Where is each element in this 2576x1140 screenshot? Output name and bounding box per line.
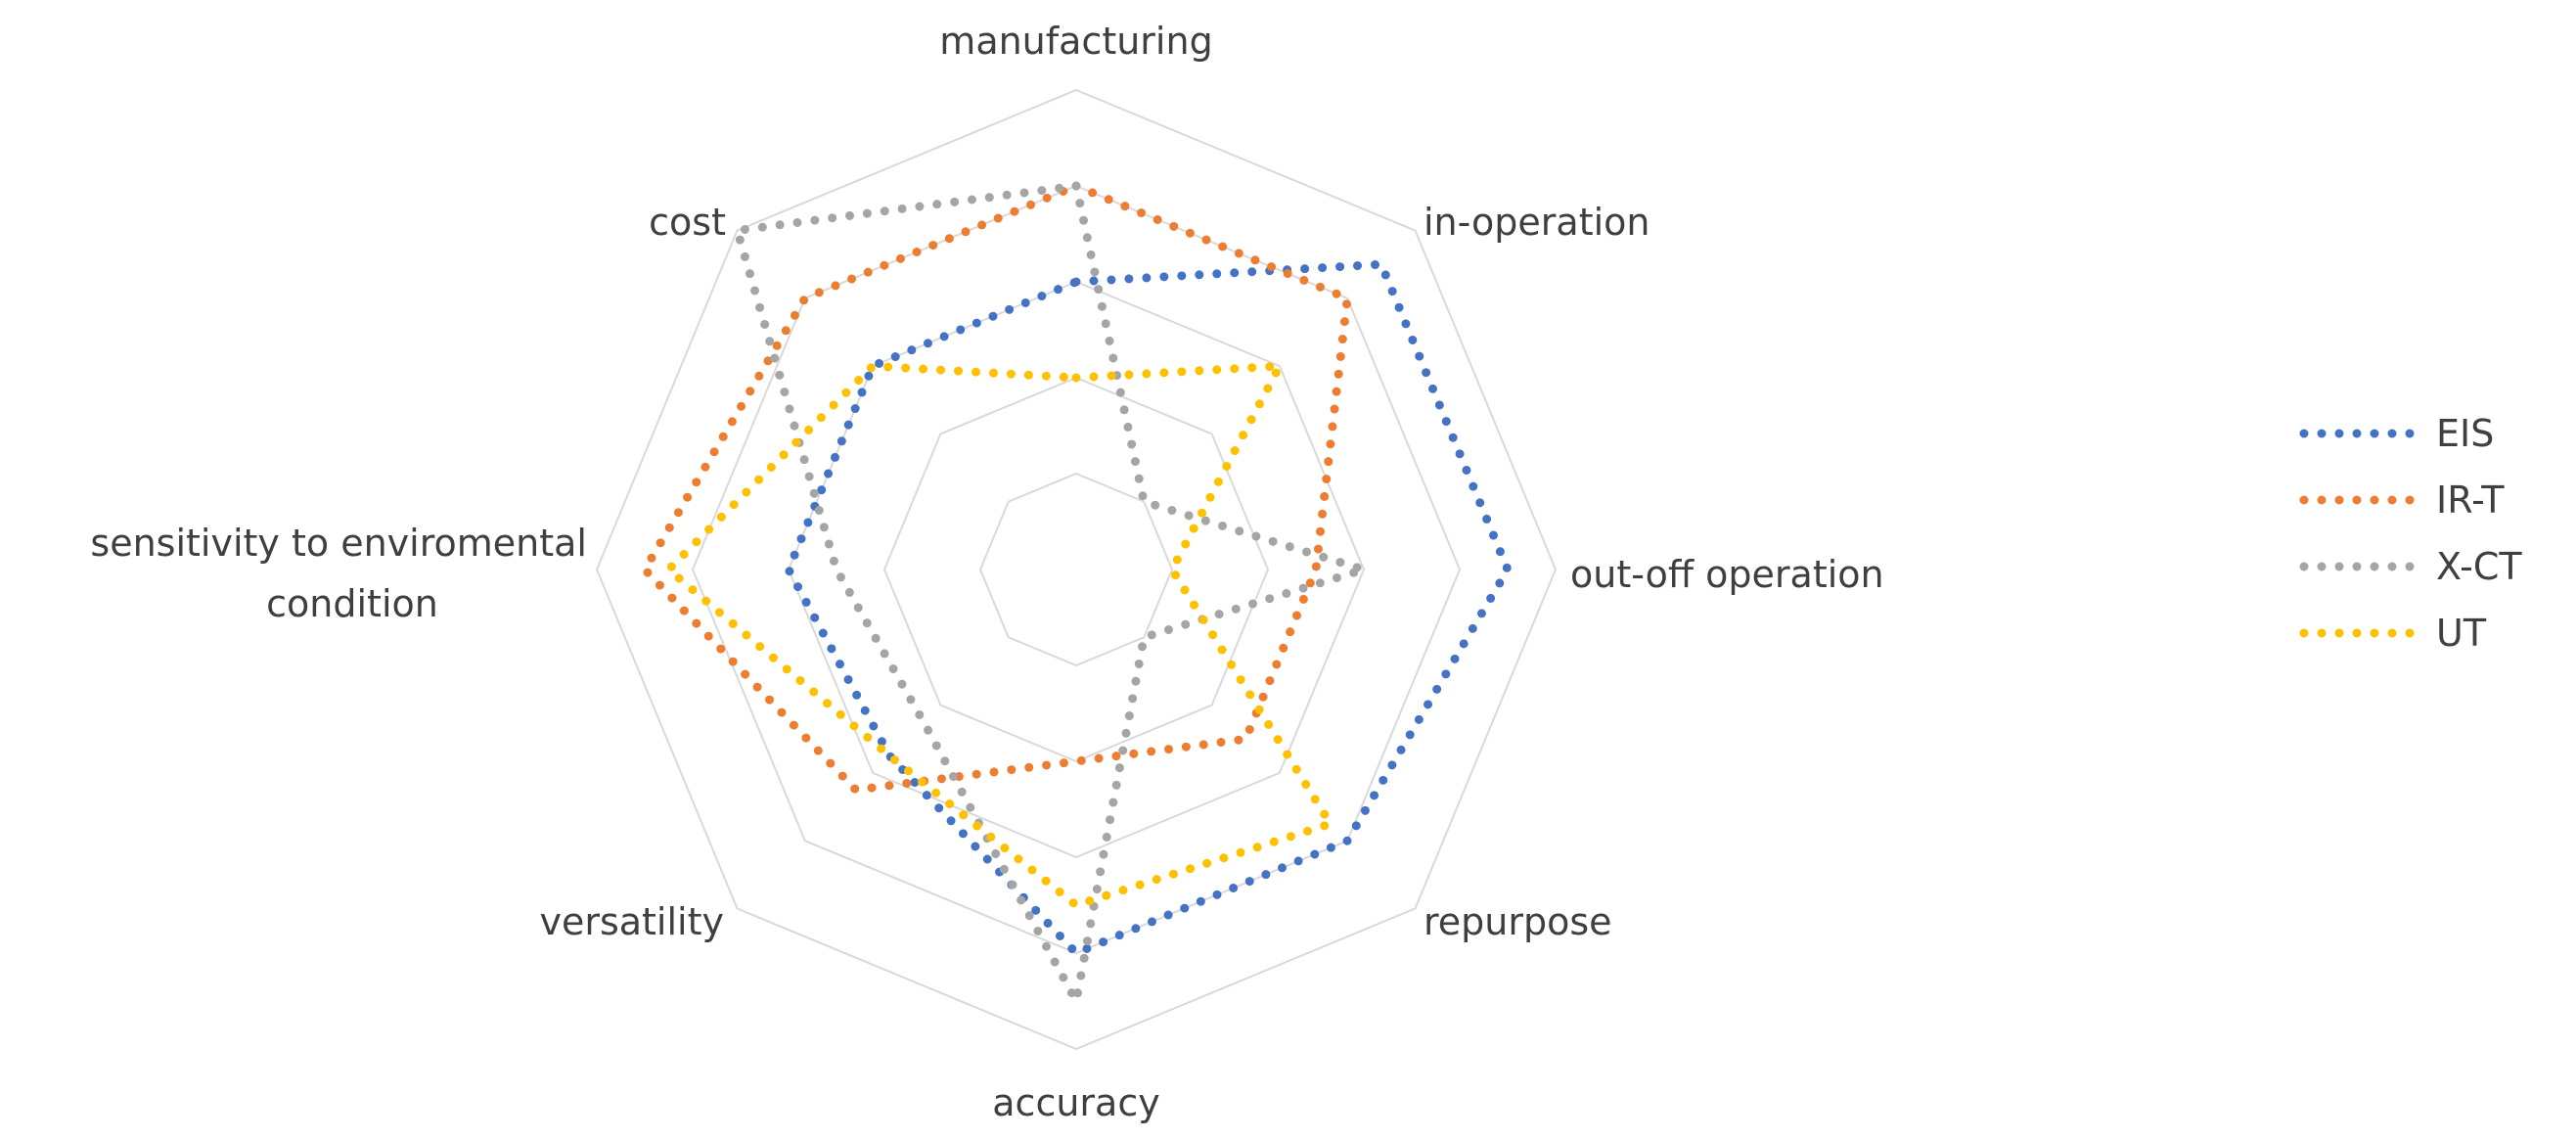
legend-label-ut: UT xyxy=(2436,612,2487,655)
series-ut-line xyxy=(661,361,1337,911)
axis-label-7: cost xyxy=(649,201,726,244)
axis-label-3: repurpose xyxy=(1424,900,1612,943)
radar-series-group xyxy=(639,180,1514,1015)
legend-label-ir-t: IR-T xyxy=(2436,479,2505,522)
legend: EIS IR-T X-CT UT xyxy=(2299,412,2522,655)
series-ir-t-line xyxy=(639,181,1353,795)
axis-label-4: accuracy xyxy=(992,1081,1159,1124)
grid-ring-1 xyxy=(978,472,1174,667)
legend-label-x-ct: X-CT xyxy=(2436,545,2522,588)
axis-label-0: manufacturing xyxy=(939,20,1212,63)
series-eis-line xyxy=(784,259,1514,959)
grid-ring-2 xyxy=(882,376,1270,763)
grid-ring-3 xyxy=(787,280,1366,859)
series-x-ct-line xyxy=(731,180,1379,1015)
grid-ring-4 xyxy=(691,184,1462,955)
axis-label-1: in-operation xyxy=(1424,201,1650,244)
radar-grid xyxy=(595,88,1558,1051)
grid-ring-5 xyxy=(595,88,1558,1051)
legend-label-eis: EIS xyxy=(2436,412,2494,455)
axis-label-5: versatility xyxy=(539,900,724,943)
axis-label-2: out-off operation xyxy=(1570,553,1884,596)
axis-label-group: manufacturing in-operation out-off operati… xyxy=(90,20,1883,1124)
